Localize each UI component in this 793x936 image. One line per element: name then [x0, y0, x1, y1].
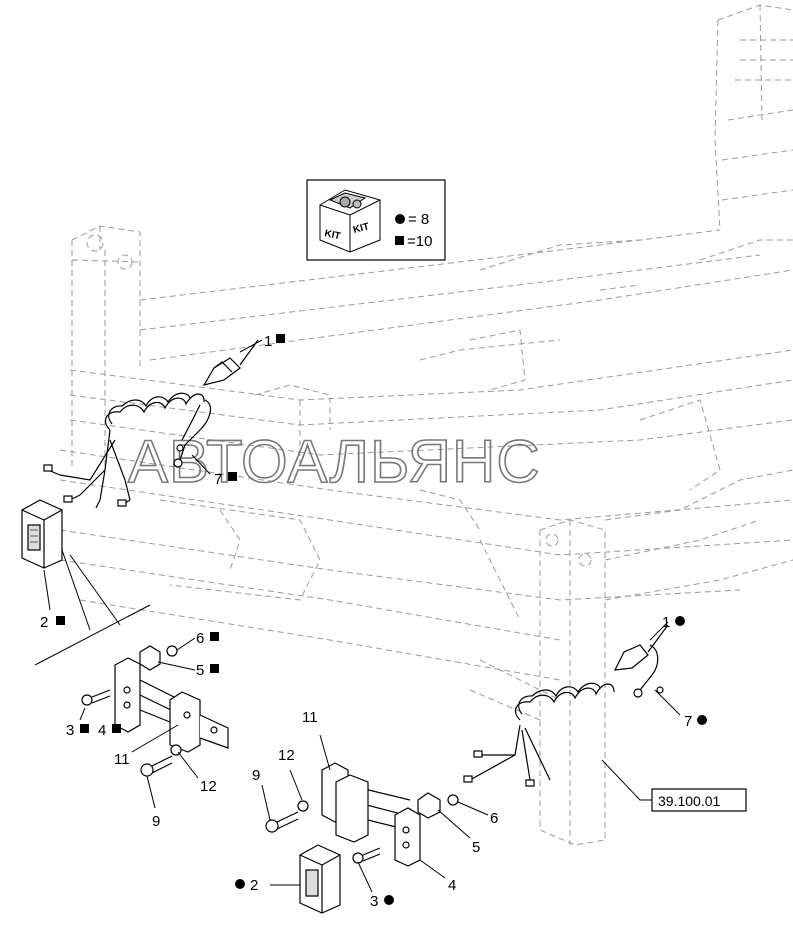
callout-leaders: [43, 339, 681, 893]
circle-marker-icon: [675, 616, 685, 626]
square-marker-icon: [395, 236, 404, 245]
bracket-assembly-right: [265, 762, 459, 867]
square-marker-icon: [80, 724, 89, 733]
lamp-mount-lines: [34, 549, 151, 666]
callout-4-right: 4: [448, 877, 456, 894]
callout-9-right: 9: [252, 767, 260, 784]
callout-7-circle: 7: [684, 713, 692, 730]
callout-9-left: 9: [152, 813, 160, 830]
callout-3-square: 3: [66, 722, 74, 739]
callout-12-left: 12: [200, 778, 217, 795]
bracket-assembly-left: [81, 645, 229, 777]
callout-7-square: 7: [214, 471, 222, 488]
callout-5-right: 5: [472, 839, 480, 856]
lamp-right: [299, 844, 341, 914]
square-marker-icon: [56, 616, 65, 625]
circle-marker-icon: [395, 214, 405, 224]
kit-square-line: =10: [407, 233, 432, 250]
callout-3-circle: 3: [370, 893, 378, 910]
reference-label: 39.100.01: [658, 793, 720, 809]
callout-6-square: 6: [196, 630, 204, 647]
lamp-left: [21, 499, 63, 569]
callout-2-circle: 2: [250, 877, 258, 894]
reference-39-100-01[interactable]: 39.100.01: [601, 759, 747, 812]
square-marker-icon: [112, 724, 121, 733]
kit-label-right: KIT: [352, 221, 370, 236]
callout-1-square: 1: [264, 333, 272, 350]
square-marker-icon: [210, 664, 219, 673]
watermark: АВТОАЛЬЯНС: [128, 428, 541, 495]
kit-circle-line: = 8: [408, 211, 429, 228]
wiring-harness-right: [463, 624, 669, 787]
square-marker-icon: [228, 472, 237, 481]
square-marker-icon: [276, 334, 285, 343]
circle-marker-icon: [384, 895, 394, 905]
callout-12-right: 12: [278, 747, 295, 764]
circle-marker-icon: [697, 715, 707, 725]
kit-box-icon: [319, 189, 381, 253]
callout-4-square: 4: [98, 722, 106, 739]
callout-1-circle: 1: [662, 614, 670, 631]
square-marker-icon: [210, 632, 219, 641]
callout-6-right: 6: [490, 810, 498, 827]
callout-11-left: 11: [114, 751, 130, 768]
callout-11-right: 11: [302, 709, 318, 726]
kit-label-left: KIT: [323, 228, 341, 242]
machine-frame-outline: [59, 4, 793, 846]
kit-legend: KIT KIT = 8 =10: [306, 179, 446, 261]
callout-2-square: 2: [40, 614, 48, 631]
circle-marker-icon: [235, 879, 245, 889]
callout-5-square: 5: [196, 662, 204, 679]
